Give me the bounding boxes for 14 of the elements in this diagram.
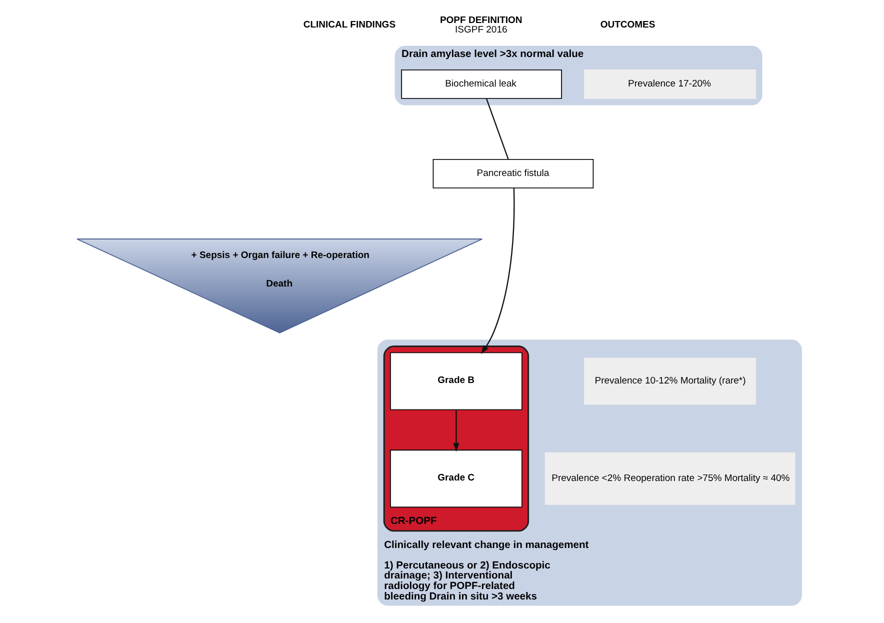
- node-box: Prevalence <2% Reoperation rate >75% Mortality ≈ 40%: [544, 452, 795, 505]
- node-box: Biochemical leak: [400, 69, 562, 99]
- label: OUTCOMES: [600, 19, 655, 30]
- arrow: [452, 410, 459, 452]
- arrow: [480, 188, 514, 354]
- label: POPF DEFINITION: [439, 14, 522, 26]
- node-box: Grade B: [389, 352, 522, 410]
- node-box: Prevalence 17-20%: [584, 69, 756, 99]
- node-box: Pancreatic fistula: [432, 158, 594, 188]
- connector: [485, 98, 508, 160]
- node-box: Grade C: [389, 450, 522, 508]
- label: CLINICAL FINDINGS: [302, 19, 396, 30]
- node-box: Prevalence 10-12% Mortality (rare*): [584, 358, 756, 405]
- label: ISGPF 2016: [454, 24, 507, 36]
